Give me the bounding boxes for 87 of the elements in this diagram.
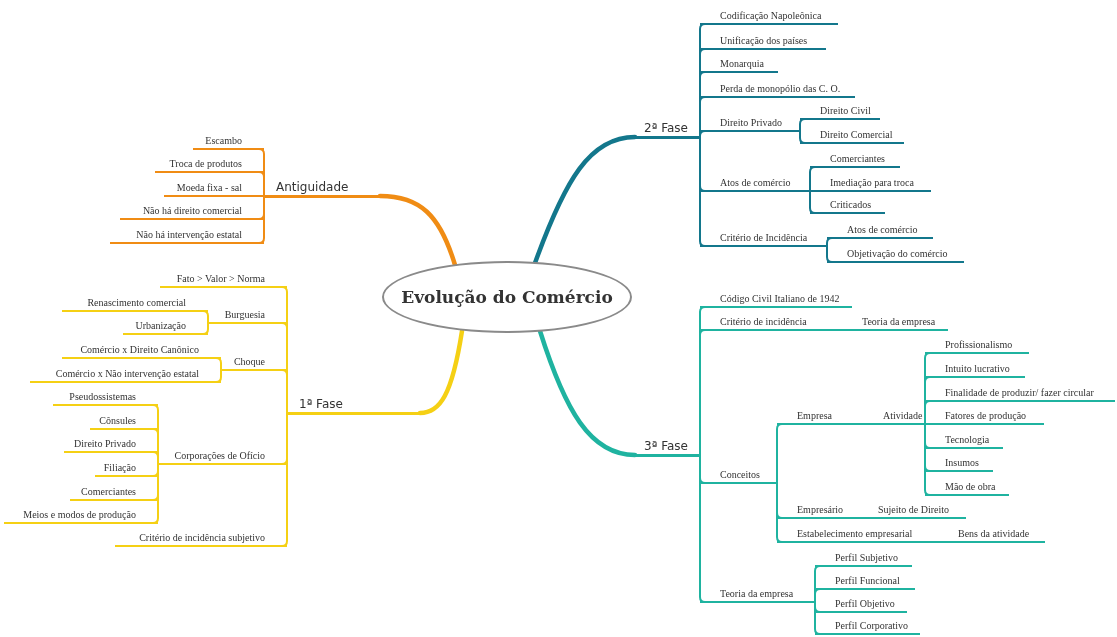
subtopic-label: Codificação Napoleônica: [700, 8, 838, 25]
subtopic-label: Empresa: [777, 408, 863, 425]
subtopic-label: Mão de obra: [925, 479, 1009, 496]
connector-line: [799, 118, 806, 132]
connector-line: [152, 451, 159, 465]
subtopic-label: Unificação dos países: [700, 33, 826, 50]
subtopic-label: Perda de monopólio das C. O.: [700, 81, 855, 98]
subtopic-label: Teoria da empresa: [842, 314, 948, 331]
subtopic-label: Renascimento comercial: [62, 295, 208, 312]
subtopic-label: Sujeito de Direito: [858, 502, 966, 519]
subtopic-label: Cônsules: [90, 413, 158, 430]
subtopic-label: Criticados: [810, 197, 885, 214]
subtopic-label: Perfil Objetivo: [815, 596, 907, 613]
subtopic-label: Intuito lucrativo: [925, 361, 1025, 378]
connector-line: [258, 171, 265, 197]
subtopic-label: Critério de incidência subjetivo: [115, 530, 287, 547]
central-topic-ellipse: Evolução do Comércio: [382, 261, 632, 333]
branch-topic: 2ª Fase: [635, 119, 700, 139]
subtopic-label: Bens da atividade: [938, 526, 1045, 543]
subtopic-label: Finalidade de produzir/ fazer circular: [925, 385, 1115, 402]
connector-line: [152, 463, 159, 524]
subtopic-label: Choque: [221, 354, 287, 371]
connector-line: [799, 130, 806, 144]
subtopic-label: Teoria da empresa: [700, 586, 815, 603]
subtopic-label: Estabelecimento empresarial: [777, 526, 938, 543]
subtopic-label: Filiação: [95, 460, 158, 477]
connector-line: [281, 369, 288, 414]
subtopic-label: Objetivação do comércio: [827, 246, 964, 263]
connector-line: [776, 423, 783, 484]
connector-line: [699, 136, 706, 247]
connector-line: [699, 130, 706, 138]
subtopic-label: Tecnologia: [925, 432, 1003, 449]
connector-line: [281, 412, 288, 547]
subtopic-label: Pseudossistemas: [53, 389, 158, 406]
subtopic-label: Empresário: [777, 502, 858, 519]
connector-line: [202, 322, 209, 335]
subtopic-label: Atividade: [863, 408, 925, 425]
connector-line: [699, 329, 706, 456]
subtopic-label: Moeda fixa - sal: [164, 180, 264, 197]
subtopic-label: Imediação para troca: [810, 175, 931, 192]
subtopic-label: Atos de comércio: [700, 175, 810, 192]
subtopic-label: Burguesia: [208, 307, 287, 324]
connector-line: [776, 482, 783, 543]
subtopic-label: Monarquia: [700, 56, 778, 73]
subtopic-label: Código Civil Italiano de 1942: [700, 291, 852, 308]
subtopic-label: Profissionalismo: [925, 337, 1029, 354]
branch-topic: 3ª Fase: [635, 437, 700, 457]
subtopic-label: Critério de incidência: [700, 314, 842, 331]
branch-topic: 1ª Fase: [287, 395, 420, 415]
connector-line: [258, 195, 265, 244]
connector-line: [215, 357, 222, 371]
subtopic-label: Direito Privado: [64, 436, 158, 453]
subtopic-label: Troca de produtos: [155, 156, 264, 173]
connector-line: [699, 454, 706, 603]
subtopic-label: Meios e modos de produção: [4, 507, 158, 524]
subtopic-label: Fatores de produção: [925, 408, 1044, 425]
connector-line: [826, 245, 833, 263]
subtopic-label: Comércio x Não intervenção estatal: [30, 366, 221, 383]
subtopic-label: Direito Civil: [800, 103, 880, 120]
connector-line: [809, 190, 816, 214]
connector-line: [202, 310, 209, 324]
subtopic-label: Escambo: [193, 133, 264, 150]
subtopic-label: Comércio x Direito Canônico: [62, 342, 221, 359]
subtopic-label: Perfil Funcional: [815, 573, 915, 590]
connector-line: [215, 369, 222, 383]
subtopic-label: Critério de Incidência: [700, 230, 827, 247]
subtopic-label: Não há intervenção estatal: [110, 227, 264, 244]
subtopic-label: Insumos: [925, 455, 993, 472]
subtopic-label: Fato > Valor > Norma: [160, 271, 287, 288]
connector-line: [826, 237, 833, 247]
subtopic-label: Direito Privado: [700, 115, 800, 132]
subtopic-label: Comerciantes: [70, 484, 158, 501]
connector-line: [924, 400, 931, 425]
connector-line: [924, 423, 931, 496]
subtopic-label: Urbanização: [123, 318, 208, 335]
subtopic-label: Conceitos: [700, 467, 777, 484]
subtopic-label: Comerciantes: [810, 151, 900, 168]
subtopic-label: Corporações de Ofício: [158, 448, 287, 465]
connector-line: [809, 166, 816, 192]
connector-line: [814, 601, 821, 635]
subtopic-label: Perfil Subjetivo: [815, 550, 912, 567]
subtopic-label: Direito Comercial: [800, 127, 904, 144]
subtopic-label: Não há direito comercial: [120, 203, 264, 220]
subtopic-label: Perfil Corporativo: [815, 618, 920, 635]
subtopic-label: Atos de comércio: [827, 222, 933, 239]
connector-line: [814, 588, 821, 603]
branch-topic: Antiguidade: [264, 178, 380, 198]
